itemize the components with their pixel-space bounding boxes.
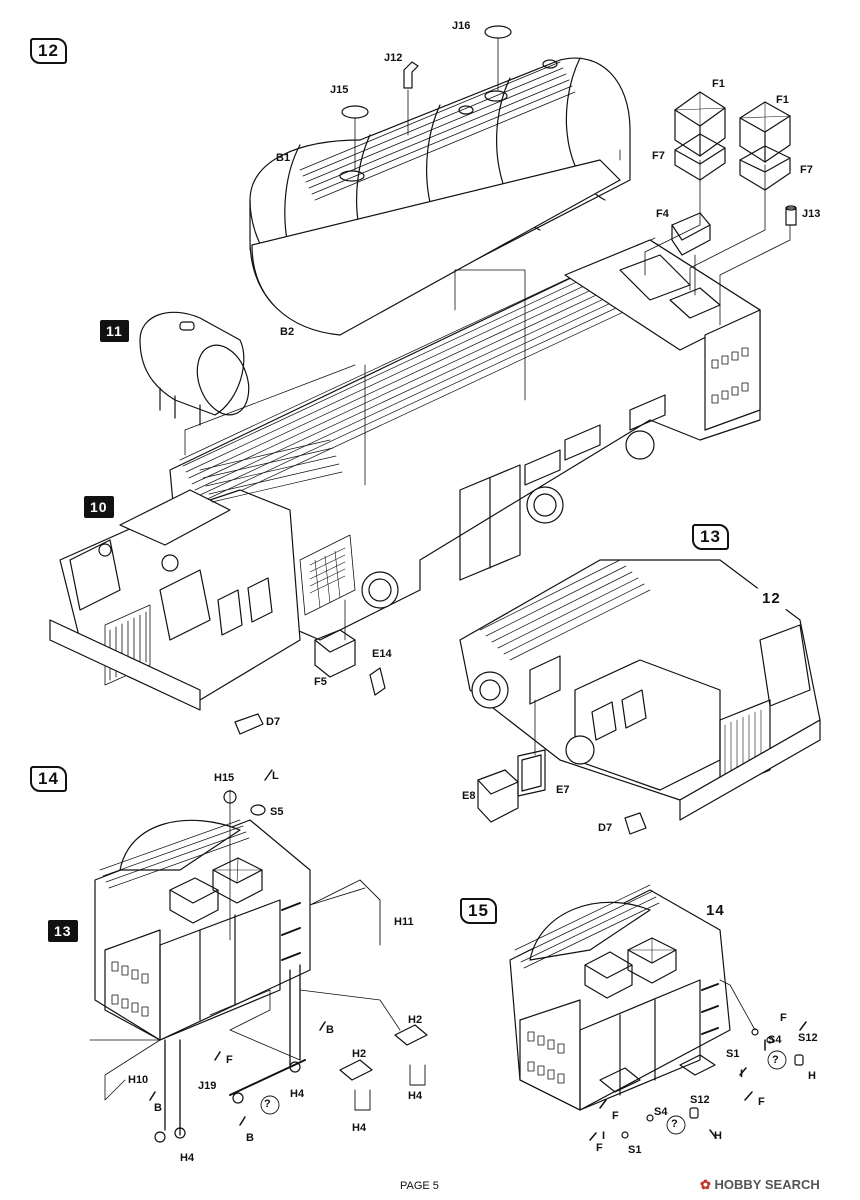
part-label: E14 — [372, 648, 392, 660]
part-label: H4 — [352, 1122, 367, 1134]
part-label: S1 — [726, 1048, 740, 1060]
part-label: H4 — [290, 1088, 305, 1100]
part-label: F1 — [712, 78, 725, 90]
step-14-ref-badge: 14 — [700, 900, 731, 922]
part-label: S4 — [768, 1034, 782, 1046]
part-label: J15 — [330, 84, 349, 96]
part-label: H — [714, 1130, 722, 1142]
part-label: H2 — [408, 1014, 423, 1026]
part-label: B — [154, 1102, 162, 1114]
part-label: H4 — [180, 1152, 195, 1164]
part-label: E8 — [462, 790, 476, 802]
step-14-badge: 14 — [30, 766, 67, 792]
part-label: F — [612, 1110, 619, 1122]
part-label: E7 — [556, 784, 570, 796]
step15-rear-box — [509, 884, 807, 1141]
part-label: H10 — [128, 1074, 149, 1086]
part-label: J12 — [384, 52, 403, 64]
part-label: I — [602, 1130, 606, 1142]
part-label-unknown: ? — [264, 1098, 271, 1110]
step-12-badge: 12 — [30, 38, 67, 64]
storage-boxes — [671, 91, 797, 256]
watermark: ✿ HOBBY SEARCH — [700, 1177, 820, 1192]
step-15-badge: 15 — [460, 898, 497, 924]
part-label: B — [326, 1024, 334, 1036]
part-label: F — [596, 1142, 603, 1154]
part-label: D7 — [266, 716, 281, 728]
part-label: H15 — [214, 772, 235, 784]
step-13-badge: 13 — [692, 524, 729, 550]
part-label: J16 — [452, 20, 471, 32]
step-12-ref-badge: 12 — [756, 588, 787, 610]
part-label: L — [272, 770, 279, 782]
part-label: S4 — [654, 1106, 668, 1118]
part-label: J13 — [802, 208, 821, 220]
part-label-unknown: ? — [772, 1054, 779, 1066]
part-label: F — [226, 1054, 233, 1066]
part-label: F — [780, 1012, 787, 1024]
part-label: H11 — [394, 916, 414, 928]
step-13-ref-badge: 13 — [48, 920, 78, 942]
part-label: S1 — [628, 1144, 642, 1156]
watermark-logo-icon: ✿ — [700, 1177, 711, 1192]
e14-f5-parts — [234, 629, 386, 735]
part-label: I — [740, 1068, 744, 1080]
part-label: F4 — [656, 208, 669, 220]
step-10-badge: 10 — [84, 496, 114, 518]
chassis-body — [49, 237, 761, 711]
part-label: S12 — [798, 1032, 818, 1044]
part-label: F1 — [776, 94, 789, 106]
part-label: F7 — [800, 164, 813, 176]
part-label: B — [246, 1132, 254, 1144]
page-number: PAGE 5 — [400, 1180, 439, 1192]
part-label: S12 — [690, 1094, 710, 1106]
part-label: B1 — [276, 152, 291, 164]
part-label: S5 — [270, 806, 284, 818]
part-label-unknown: ? — [671, 1118, 678, 1130]
tank-assembly — [249, 25, 631, 336]
part-label: H2 — [352, 1048, 367, 1060]
step-11-badge: 11 — [100, 320, 129, 342]
step13-cab-rear-view — [459, 559, 821, 835]
part-label: H4 — [408, 1090, 423, 1102]
part-label: D7 — [598, 822, 613, 834]
small-tank — [139, 311, 250, 426]
part-label: B2 — [280, 326, 295, 338]
part-label: F5 — [314, 676, 327, 688]
part-label: J19 — [198, 1080, 217, 1092]
part-label: H — [808, 1070, 816, 1082]
step14-rear-box — [89, 769, 428, 1143]
part-label: F7 — [652, 150, 665, 162]
part-label: F — [758, 1096, 765, 1108]
